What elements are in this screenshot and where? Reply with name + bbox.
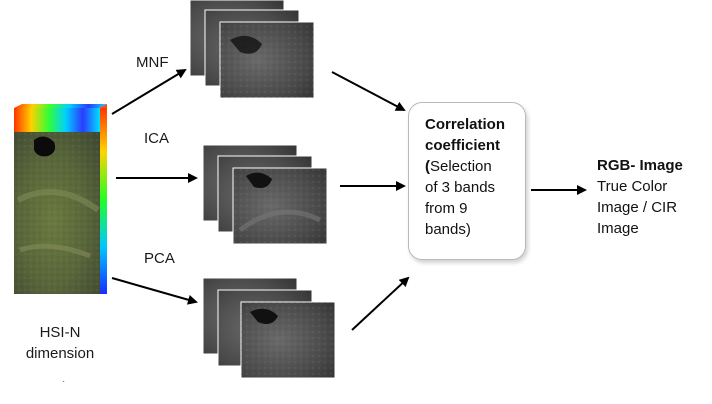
box-paren-open: ( — [425, 158, 430, 175]
input-caption-line1: HSI-N — [39, 324, 81, 341]
input-caption: HSI-N dimension — [12, 322, 108, 364]
arrow-hsi-to-pca — [111, 277, 198, 305]
small-dot: · — [62, 376, 66, 387]
method-label-pca: PCA — [144, 250, 175, 267]
box-body-line2: of 3 bands — [425, 179, 496, 196]
arrow-mnf-to-box — [331, 71, 406, 111]
method-label-mnf: MNF — [136, 54, 169, 71]
output-line2: Image / CIR — [597, 199, 678, 216]
correlation-selection-box: Correlation coefficient (Selection of 3 … — [408, 102, 526, 260]
ica-component-images — [202, 144, 328, 245]
output-line1: True Color — [597, 178, 668, 195]
box-title-line1: Correlation — [425, 116, 506, 133]
arrow-hsi-to-mnf — [111, 68, 187, 115]
mnf-component-images — [189, 0, 315, 99]
output-line3: Image — [597, 220, 639, 237]
box-body-line1: (Selection — [425, 156, 519, 177]
hsi-cube-image — [14, 104, 107, 294]
method-label-ica: ICA — [144, 130, 170, 147]
box-body-line4: bands) — [425, 221, 471, 238]
pca-component-images — [202, 277, 336, 379]
input-caption-line2: dimension — [25, 345, 95, 362]
output-title: RGB- Image — [597, 157, 683, 174]
arrow-pca-to-box — [351, 276, 410, 331]
box-title-line2: coefficient — [425, 137, 501, 154]
box-body-text1: Selection — [430, 158, 492, 175]
output-description: RGB- Image True Color Image / CIR Image — [597, 155, 683, 239]
arrows — [111, 68, 587, 331]
box-body-line3: from 9 — [425, 200, 468, 217]
